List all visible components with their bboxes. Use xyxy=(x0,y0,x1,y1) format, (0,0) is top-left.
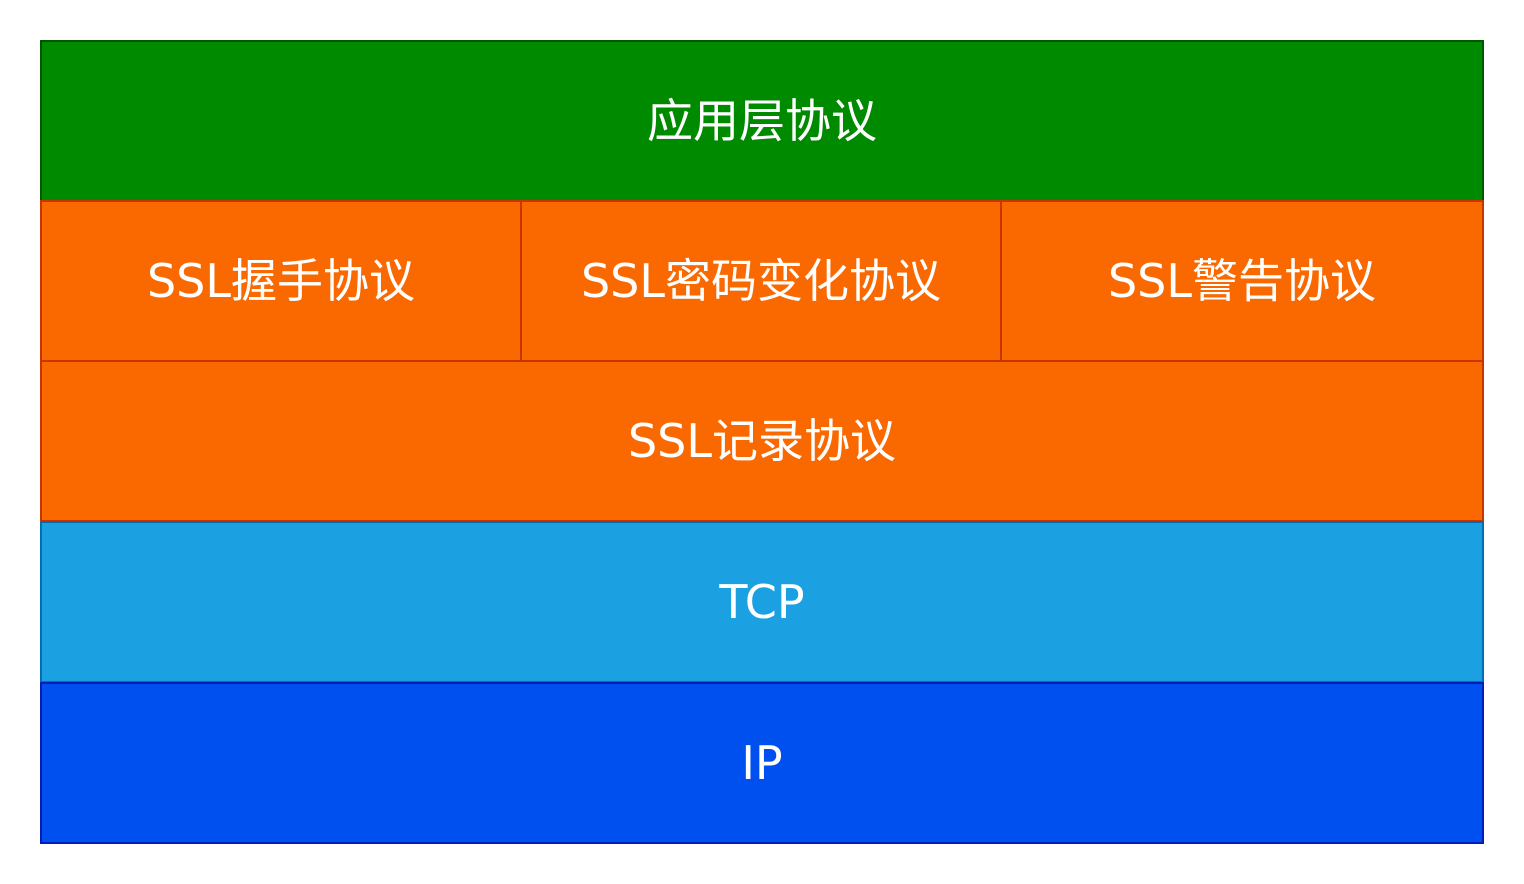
cell-label: SSL密码变化协议 xyxy=(580,254,942,308)
layer-ssl-upper-protocols: SSL握手协议 SSL密码变化协议 SSL警告协议 xyxy=(40,200,1484,362)
layer-tcp: TCP xyxy=(40,521,1484,683)
cell-label: SSL警告协议 xyxy=(1107,254,1377,308)
layer-ip: IP xyxy=(40,682,1484,844)
protocol-stack-diagram: 应用层协议 SSL握手协议 SSL密码变化协议 SSL警告协议 SSL记录协议 … xyxy=(40,40,1484,844)
layer-label: 应用层协议 xyxy=(647,94,877,148)
cell-ssl-alert-protocol: SSL警告协议 xyxy=(1000,200,1484,362)
cell-label: SSL握手协议 xyxy=(146,254,416,308)
layer-ssl-record-protocol: SSL记录协议 xyxy=(40,360,1484,522)
cell-ssl-change-cipher-spec-protocol: SSL密码变化协议 xyxy=(520,200,1002,362)
cell-ssl-handshake-protocol: SSL握手协议 xyxy=(40,200,522,362)
layer-label: SSL记录协议 xyxy=(627,414,897,468)
layer-label: IP xyxy=(741,736,783,790)
layer-label: TCP xyxy=(719,575,805,629)
layer-application-protocol: 应用层协议 xyxy=(40,40,1484,202)
